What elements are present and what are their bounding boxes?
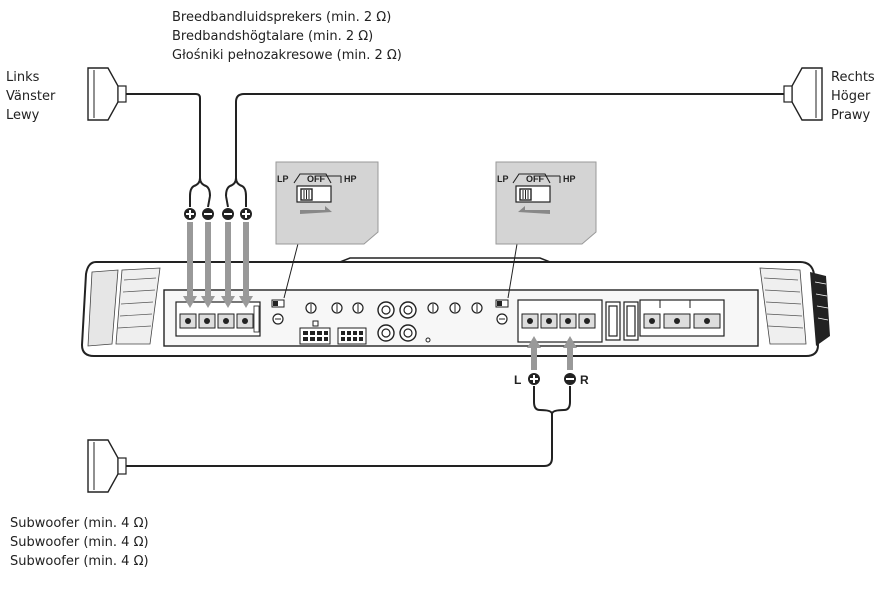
speaker-wires (126, 93, 784, 467)
fuses (605, 301, 639, 341)
front-speaker-terminal-block (175, 301, 261, 337)
front-switch-off-label: OFF (307, 174, 325, 184)
subwoofer-polarity-markers (528, 373, 576, 385)
sub-left-terminal-label: L (514, 373, 521, 387)
right-label-nl: Rechts (831, 70, 875, 85)
rear-switch-off-label: OFF (526, 174, 544, 184)
rear-switch-hp-label: HP (563, 174, 576, 184)
right-label-sv: Höger (831, 89, 871, 104)
subwoofer-speaker (87, 439, 127, 493)
left-speaker-label: Links Vänster Lewy (6, 68, 55, 125)
subwoofer-wire-arrows (527, 336, 577, 370)
subwoofer-label: Subwoofer (min. 4 Ω) Subwoofer (min. 4 Ω… (10, 514, 149, 571)
front-switch-hp-label: HP (344, 174, 357, 184)
right-speaker (783, 67, 823, 121)
subwoofer-label-pl: Subwoofer (min. 4 Ω) (10, 554, 149, 569)
rca-inputs (377, 301, 431, 343)
front-filter-switch-callout: LP OFF HP (275, 161, 379, 299)
subwoofer-label-sv: Subwoofer (min. 4 Ω) (10, 535, 149, 550)
left-label-nl: Links (6, 70, 40, 85)
fullrange-speakers-label: Breedbandluidsprekers (min. 2 Ω) Bredban… (172, 8, 402, 65)
right-label-pl: Prawy (831, 108, 871, 123)
fullrange-label-nl: Breedbandluidsprekers (min. 2 Ω) (172, 10, 392, 25)
fullrange-label-pl: Głośniki pełnozakresowe (min. 2 Ω) (172, 48, 402, 63)
left-speaker (87, 67, 127, 121)
front-polarity-markers (184, 208, 252, 220)
front-switch-lp-label: LP (277, 174, 289, 184)
rear-speaker-terminal-block (517, 299, 603, 343)
rear-switch-lp-label: LP (497, 174, 509, 184)
left-label-sv: Vänster (6, 89, 56, 104)
subwoofer-label-nl: Subwoofer (min. 4 Ω) (10, 516, 149, 531)
power-terminal-block (639, 299, 725, 337)
front-wire-arrows (183, 222, 253, 308)
left-label-pl: Lewy (6, 108, 40, 123)
right-speaker-label: Rechts Höger Prawy (831, 68, 875, 125)
rear-filter-switch-callout: LP OFF HP (495, 161, 597, 299)
sub-right-terminal-label: R (580, 373, 589, 387)
fullrange-label-sv: Bredbandshögtalare (min. 2 Ω) (172, 29, 374, 44)
amplifier (80, 257, 830, 357)
